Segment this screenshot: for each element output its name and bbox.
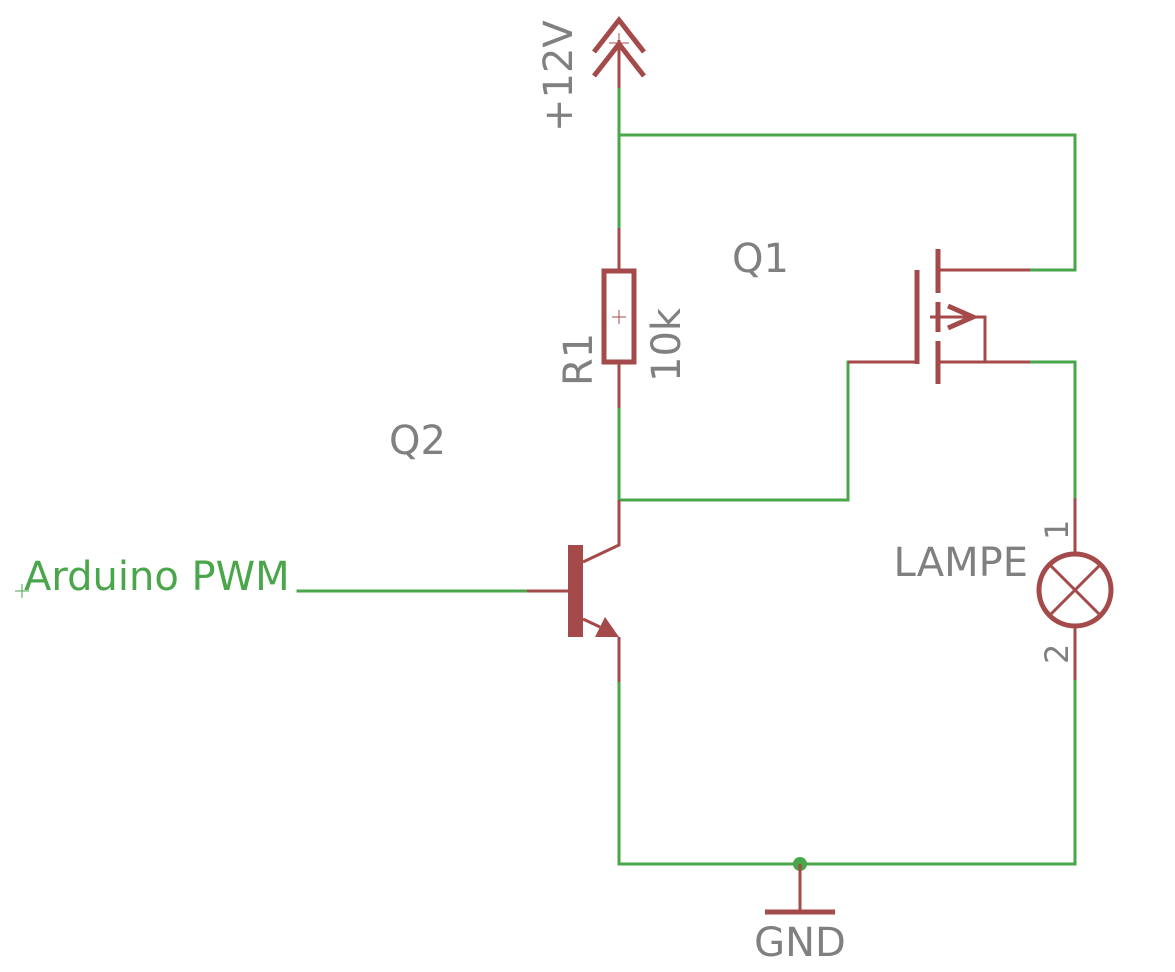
pwm-net-label: Arduino PWM — [24, 554, 290, 600]
ground-label: GND — [754, 920, 846, 966]
resistor-r1: R1 10k — [556, 228, 690, 408]
pwm-net: Arduino PWM — [15, 554, 290, 600]
wire-ground-loop — [617, 678, 1077, 866]
wire-supply-to-drain — [617, 86, 1077, 272]
lamp: LAMPE 1 2 — [894, 498, 1114, 680]
bjt-q2: Q2 — [389, 418, 621, 682]
mosfet-q1: Q1 — [732, 236, 1030, 384]
lamp-pin-1: 1 — [1038, 520, 1076, 540]
supply-label: +12V — [536, 20, 582, 132]
mosfet-name: Q1 — [732, 236, 789, 282]
lamp-pin-2: 2 — [1038, 644, 1076, 664]
resistor-name: R1 — [556, 333, 602, 386]
wires — [296, 86, 1077, 871]
ground-symbol: GND — [754, 864, 846, 966]
bjt-name: Q2 — [389, 418, 446, 464]
wire-source-to-lamp — [1028, 360, 1077, 500]
lamp-name: LAMPE — [894, 540, 1028, 586]
supply-symbol: +12V — [536, 15, 646, 132]
resistor-value: 10k — [644, 307, 690, 382]
wire-r1-to-gate — [617, 360, 850, 502]
